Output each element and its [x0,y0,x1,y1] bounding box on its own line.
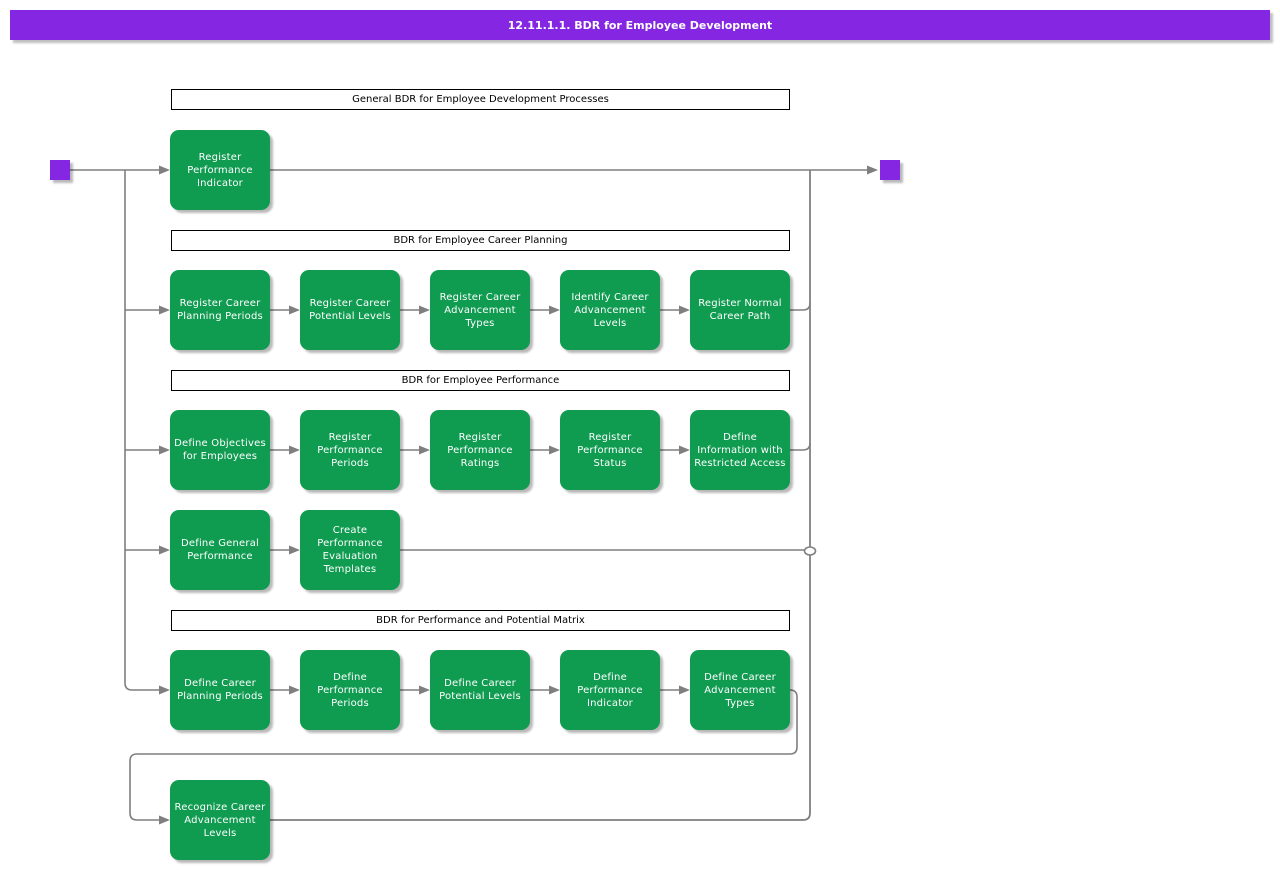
section-header-label: BDR for Employee Career Planning [393,235,568,246]
arrowheads [159,165,878,825]
section-header-label: BDR for Performance and Potential Matrix [376,615,585,626]
task-define-career-advancement-types[interactable]: Define Career Advancement Types [690,650,790,730]
task-register-performance-periods[interactable]: Register Performance Periods [300,410,400,490]
task-register-performance-status[interactable]: Register Performance Status [560,410,660,490]
start-event-node [50,160,70,180]
diagram-title-bar: 12.11.1.1. BDR for Employee Development [10,10,1270,40]
section-header-general-bdr: General BDR for Employee Development Pro… [171,89,790,110]
task-recognize-career-advancement-levels[interactable]: Recognize Career Advancement Levels [170,780,270,860]
diagram-title: 12.11.1.1. BDR for Employee Development [507,18,773,32]
section-header-potential-matrix: BDR for Performance and Potential Matrix [171,610,790,631]
task-register-performance-ratings[interactable]: Register Performance Ratings [430,410,530,490]
section-header-label: General BDR for Employee Development Pro… [352,94,609,105]
task-define-career-planning-periods[interactable]: Define Career Planning Periods [170,650,270,730]
task-register-career-planning-periods[interactable]: Register Career Planning Periods [170,270,270,350]
section-header-performance: BDR for Employee Performance [171,370,790,391]
task-define-information-restricted-access[interactable]: Define Information with Restricted Acces… [690,410,790,490]
task-define-objectives-for-employees[interactable]: Define Objectives for Employees [170,410,270,490]
task-create-performance-evaluation-templates[interactable]: Create Performance Evaluation Templates [300,510,400,590]
section-header-label: BDR for Employee Performance [401,375,560,386]
task-register-career-advancement-types[interactable]: Register Career Advancement Types [430,270,530,350]
task-register-normal-career-path[interactable]: Register Normal Career Path [690,270,790,350]
task-register-performance-indicator[interactable]: Register Performance Indicator [170,130,270,210]
task-define-career-potential-levels[interactable]: Define Career Potential Levels [430,650,530,730]
end-event-node [880,160,900,180]
task-register-career-potential-levels[interactable]: Register Career Potential Levels [300,270,400,350]
task-define-performance-indicator[interactable]: Define Performance Indicator [560,650,660,730]
task-identify-career-advancement-levels[interactable]: Identify Career Advancement Levels [560,270,660,350]
task-define-general-performance[interactable]: Define General Performance [170,510,270,590]
section-header-career-planning: BDR for Employee Career Planning [171,230,790,251]
task-define-performance-periods[interactable]: Define Performance Periods [300,650,400,730]
